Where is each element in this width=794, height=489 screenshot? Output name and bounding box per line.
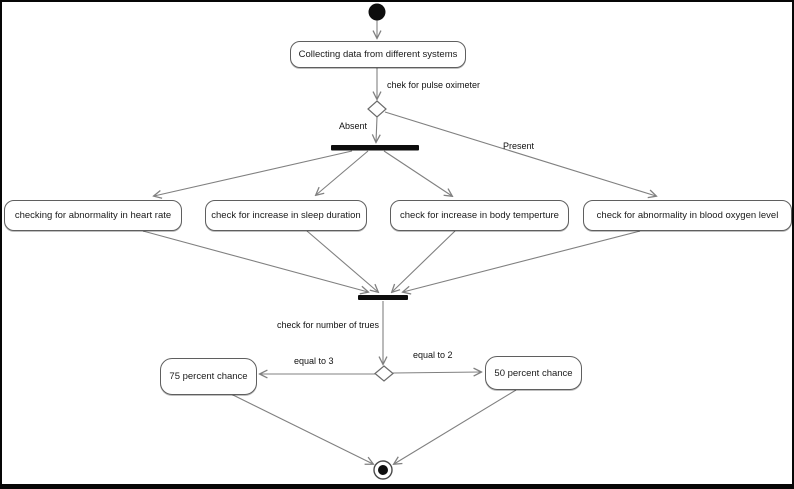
edge-fork-to-heart-rate bbox=[154, 150, 353, 196]
edge-label-equal-to-3: equal to 3 bbox=[294, 356, 334, 366]
activity-collect-data: Collecting data from different systems bbox=[290, 41, 466, 68]
activity-body-temperature: check for increase in body temperture bbox=[390, 200, 569, 231]
edge-fork-to-sleep bbox=[316, 150, 369, 195]
final-node-icon bbox=[373, 460, 393, 480]
activity-heart-rate: checking for abnormality in heart rate bbox=[4, 200, 182, 231]
activity-sleep-duration-label: check for increase in sleep duration bbox=[211, 210, 361, 221]
activity-heart-rate-label: checking for abnormality in heart rate bbox=[14, 210, 172, 221]
activity-body-temperature-label: check for increase in body temperture bbox=[400, 210, 559, 221]
edge-label-count-trues: check for number of trues bbox=[277, 320, 380, 330]
edge-label-pulse-check: chek for pulse oximeter bbox=[387, 80, 481, 90]
edge-heart-rate-to-join bbox=[142, 230, 368, 292]
edge-decision-absent-to-fork bbox=[376, 116, 377, 142]
edge-sleep-to-join bbox=[306, 230, 378, 292]
activity-sleep-duration: check for increase in sleep duration bbox=[205, 200, 367, 231]
edge-arrows bbox=[142, 20, 656, 464]
fork-bar bbox=[331, 145, 419, 151]
decision-diamond-trues bbox=[374, 365, 394, 382]
edge-decision2-to-50 bbox=[392, 372, 481, 373]
edge-label-equal-to-2: equal to 2 bbox=[413, 350, 453, 360]
activity-75-percent: 75 percent chance bbox=[160, 358, 257, 395]
activity-collect-data-label: Collecting data from different systems bbox=[298, 49, 458, 60]
activity-50-percent-label: 50 percent chance bbox=[494, 367, 573, 379]
activity-50-percent: 50 percent chance bbox=[485, 356, 582, 390]
edge-fork-to-temperature bbox=[383, 150, 452, 196]
edge-label-present: Present bbox=[503, 141, 535, 151]
join-bar bbox=[358, 295, 408, 300]
edge-oxygen-to-join bbox=[403, 230, 641, 292]
edge-temperature-to-join bbox=[392, 230, 456, 292]
edge-label-absent: Absent bbox=[339, 121, 368, 131]
edge-50-to-final bbox=[394, 389, 517, 464]
activity-blood-oxygen: check for abnormality in blood oxygen le… bbox=[583, 200, 792, 231]
activity-blood-oxygen-label: check for abnormality in blood oxygen le… bbox=[596, 210, 779, 221]
edge-decision-present-to-oxygen bbox=[384, 111, 656, 196]
edge-75-to-final bbox=[230, 393, 373, 464]
decision-diamond-pulse bbox=[367, 100, 387, 118]
start-node-icon bbox=[368, 3, 386, 21]
activity-75-percent-label: 75 percent chance bbox=[169, 371, 248, 382]
